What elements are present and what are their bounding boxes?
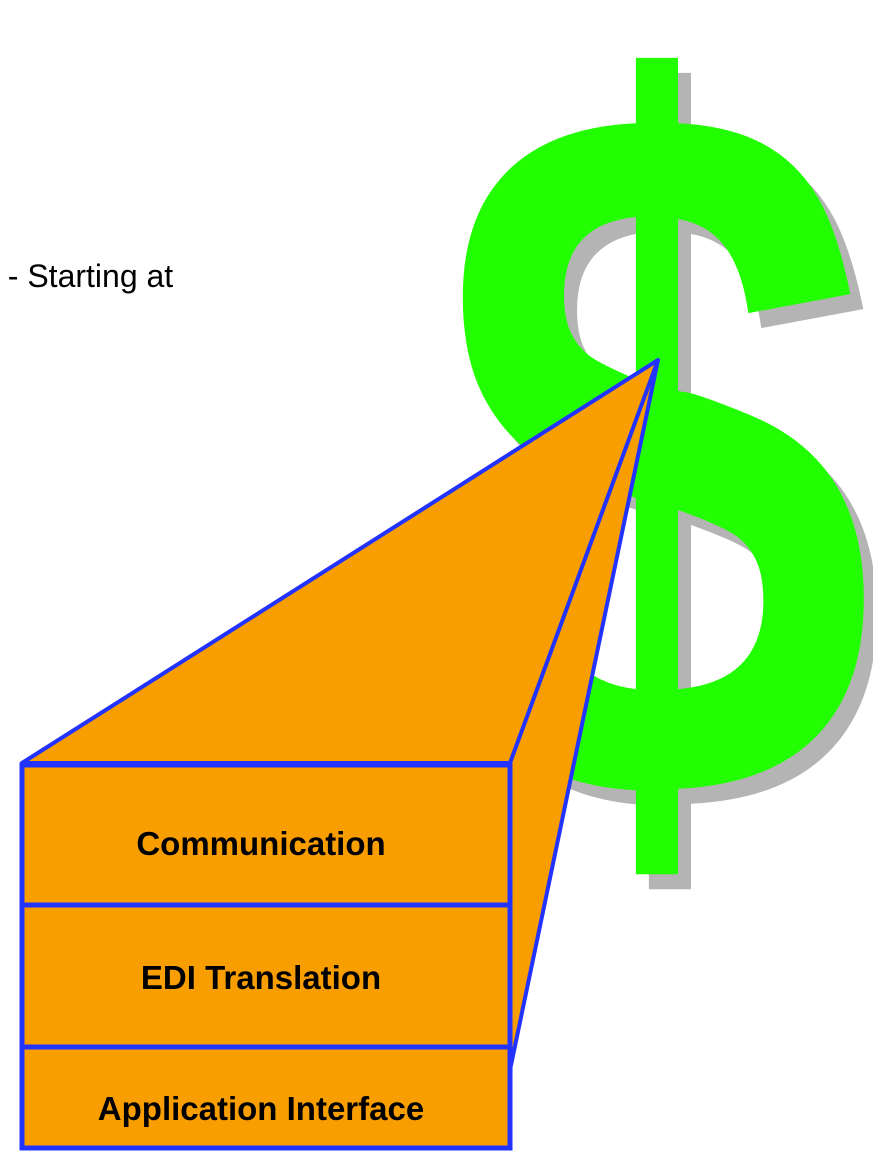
layer-box-application-interface xyxy=(19,1044,513,1151)
layer-box-communication xyxy=(19,762,513,908)
bullet-text-fragment: t - Starting at xyxy=(0,258,174,294)
layer-label: EDI Translation xyxy=(141,959,381,996)
callout-edge xyxy=(508,359,660,764)
layer-label: Application Interface xyxy=(98,1090,424,1127)
layer-label: Communication xyxy=(136,825,385,862)
layer-stack: Communication EDI Translation Applicatio… xyxy=(19,762,513,1151)
